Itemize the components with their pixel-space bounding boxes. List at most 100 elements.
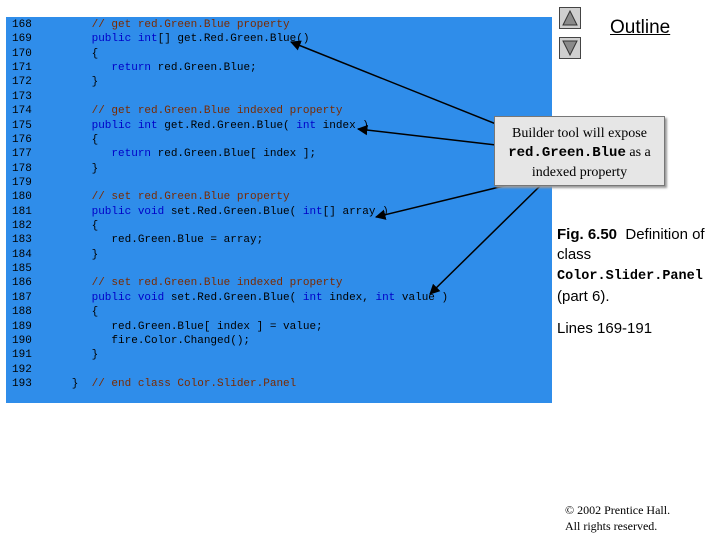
code-token: index, [322, 291, 376, 304]
code-text: { [52, 133, 99, 147]
code-token: red.Green.Blue[ index ] = value; [52, 320, 323, 333]
code-token: red.Green.Blue; [151, 62, 257, 75]
line-number: 185 [12, 263, 32, 276]
code-text: } [52, 348, 99, 362]
line-number: 168 [12, 19, 32, 31]
line-number: 184 [12, 248, 32, 261]
code-keyword: public int [91, 119, 158, 132]
line-number: 188 [12, 306, 32, 319]
code-token: fire.Color.Changed(); [52, 334, 251, 347]
code-text: } [52, 248, 99, 262]
line-number: 187 [12, 291, 32, 304]
code-text: } // end class Color.Slider.Panel [52, 377, 296, 391]
callout-line-1: Builder tool will expose [512, 126, 647, 141]
code-keyword: int [296, 119, 317, 132]
line-number: 191 [12, 349, 32, 362]
callout-box: Builder tool will expose red.Green.Blue … [494, 116, 665, 186]
code-comment: // end class Color.Slider.Panel [91, 377, 297, 390]
code-panel [6, 17, 552, 403]
code-token: { [52, 306, 99, 319]
arrow-to-line-187 [429, 185, 541, 295]
triangle-down-icon [562, 40, 578, 56]
line-number: 179 [12, 176, 32, 189]
code-token: value ) [395, 291, 449, 304]
arrow-to-line-169 [290, 40, 507, 129]
line-number: 174 [12, 105, 32, 118]
copyright-line-1: © 2002 Prentice Hall. [565, 503, 671, 517]
arrow-to-line-175 [356, 124, 497, 146]
code-text: public int[] get.Red.Green.Blue() [52, 32, 310, 46]
code-token: } [52, 162, 99, 175]
code-token: [] get.Red.Green.Blue() [157, 33, 310, 46]
code-text: public void set.Red.Green.Blue( int[] ar… [52, 205, 389, 219]
next-slide-button[interactable] [559, 37, 581, 59]
code-text: // set red.Green.Blue property [52, 190, 290, 204]
figure-text: Definition of class [557, 226, 705, 263]
line-number: 183 [12, 234, 32, 247]
code-text: red.Green.Blue = array; [52, 233, 263, 247]
code-token: { [52, 133, 99, 146]
line-number: 193 [12, 377, 32, 390]
code-token: { [52, 220, 99, 233]
figure-part: (part 6). [557, 288, 610, 305]
line-number: 177 [12, 148, 32, 161]
figure-label: Fig. 6.50 [557, 226, 618, 243]
code-keyword: public void [91, 205, 165, 218]
figure-class-name: Color.Slider.Panel [557, 269, 703, 284]
code-text: { [52, 305, 99, 319]
callout-after-mono: as a [625, 145, 651, 160]
code-text: public void set.Red.Green.Blue( int inde… [52, 291, 449, 305]
line-number: 180 [12, 191, 32, 204]
code-comment: // set red.Green.Blue property [52, 191, 290, 204]
callout-mono-text: red.Green.Blue [508, 145, 626, 161]
figure-caption: Fig. 6.50 Definition of class Color.Slid… [557, 225, 717, 307]
code-text: { [52, 219, 99, 233]
code-text: // set red.Green.Blue indexed property [52, 276, 343, 290]
code-token: } [52, 349, 99, 362]
callout-line-3: indexed property [531, 165, 628, 180]
code-token: red.Green.Blue = array; [52, 234, 264, 247]
code-token: set.Red.Green.Blue( [164, 291, 303, 304]
arrow-to-line-181 [374, 182, 517, 220]
copyright-line-2: All rights reserved. [565, 519, 658, 533]
copyright-notice: © 2002 Prentice Hall. All rights reserve… [565, 502, 670, 534]
code-comment: // get red.Green.Blue property [52, 19, 290, 31]
code-keyword: int [302, 291, 323, 304]
previous-slide-button[interactable] [559, 7, 581, 29]
line-number: 170 [12, 47, 32, 60]
outline-title[interactable]: Outline [610, 17, 671, 38]
line-number: 173 [12, 90, 32, 103]
line-number: 189 [12, 320, 32, 333]
code-token: set.Red.Green.Blue( [164, 205, 303, 218]
line-number: 175 [12, 119, 32, 132]
code-token: } [52, 248, 99, 261]
line-number: 169 [12, 33, 32, 46]
code-comment: // set red.Green.Blue indexed property [52, 277, 343, 290]
code-keyword: public void [91, 291, 165, 304]
code-text: { [52, 47, 99, 61]
line-number: 172 [12, 76, 32, 89]
code-keyword: return [111, 148, 152, 161]
code-text: red.Green.Blue[ index ] = value; [52, 320, 323, 334]
line-number: 176 [12, 133, 32, 146]
code-token: get.Red.Green.Blue( [157, 119, 297, 132]
code-text: // get red.Green.Blue property [52, 18, 290, 32]
code-text: return red.Green.Blue[ index ]; [52, 147, 316, 161]
code-keyword: public int [91, 33, 158, 46]
line-number: 182 [12, 220, 32, 233]
lines-reference: Lines 169-191 [557, 320, 653, 337]
line-number: 171 [12, 62, 32, 75]
line-number: 192 [12, 363, 32, 376]
code-text: } [52, 75, 99, 89]
code-text: } [52, 162, 99, 176]
code-token: red.Green.Blue[ index ]; [151, 148, 317, 161]
line-number: 178 [12, 162, 32, 175]
code-keyword: int [375, 291, 396, 304]
code-text: fire.Color.Changed(); [52, 334, 250, 348]
line-number: 181 [12, 205, 32, 218]
code-text: // get red.Green.Blue indexed property [52, 104, 343, 118]
line-number: 190 [12, 334, 32, 347]
callout-line-2: red.Green.Blue as a [495, 143, 664, 163]
triangle-up-icon [562, 10, 578, 26]
